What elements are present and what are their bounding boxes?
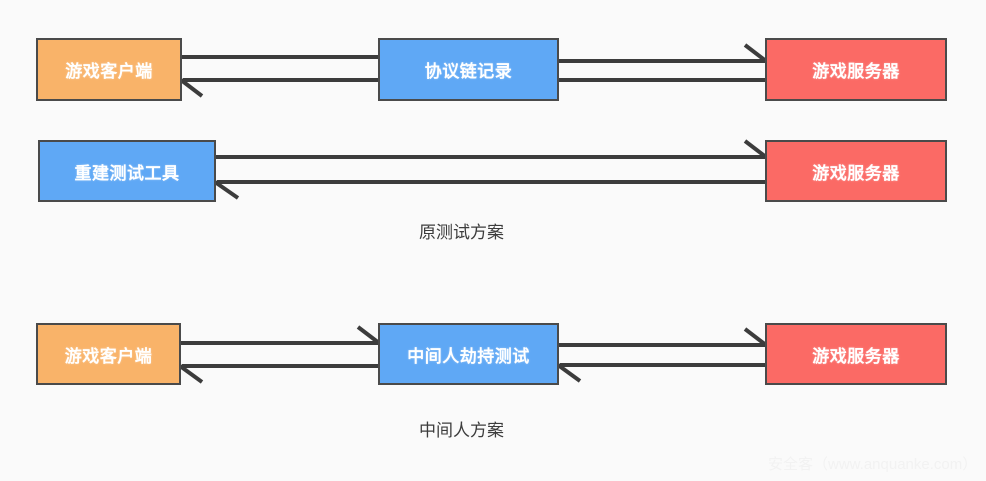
node-label: 重建测试工具: [74, 163, 180, 183]
node-client-1[interactable]: 游戏客户端: [36, 38, 182, 101]
node-server-3[interactable]: 游戏服务器: [765, 323, 947, 385]
node-label: 游戏服务器: [812, 62, 900, 81]
node-label: 游戏客户端: [64, 346, 153, 366]
arrowhead-right-server2: [743, 139, 768, 159]
arrowhead-left-rebuild: [213, 180, 240, 200]
node-label: 游戏服务器: [812, 163, 900, 183]
node-label: 游戏客户端: [65, 62, 153, 81]
node-mitm-test[interactable]: 中间人劫持测试: [378, 323, 559, 385]
node-label: 协议链记录: [424, 62, 513, 81]
site-watermark: 安全客（www.anquanke.com）: [768, 456, 978, 473]
arrowhead-right-server1: [743, 43, 768, 63]
arrowhead-left-client2: [178, 364, 204, 384]
node-server-2[interactable]: 游戏服务器: [765, 140, 947, 202]
arrowhead-right-server3: [743, 327, 768, 347]
arrowhead-right-mitm: [356, 325, 381, 345]
section-label-original-scheme: 原测试方案: [419, 223, 504, 242]
arrowhead-left-client1: [179, 78, 204, 98]
node-client-2[interactable]: 游戏客户端: [36, 323, 181, 385]
node-rebuild-tool[interactable]: 重建测试工具: [38, 140, 216, 202]
node-label: 游戏服务器: [812, 346, 900, 366]
node-label: 中间人劫持测试: [407, 346, 530, 366]
node-server-1[interactable]: 游戏服务器: [765, 38, 947, 101]
arrowhead-left-mitm: [556, 363, 582, 383]
section-label-mitm-scheme: 中间人方案: [419, 421, 504, 440]
node-protocol-log[interactable]: 协议链记录: [378, 38, 559, 101]
